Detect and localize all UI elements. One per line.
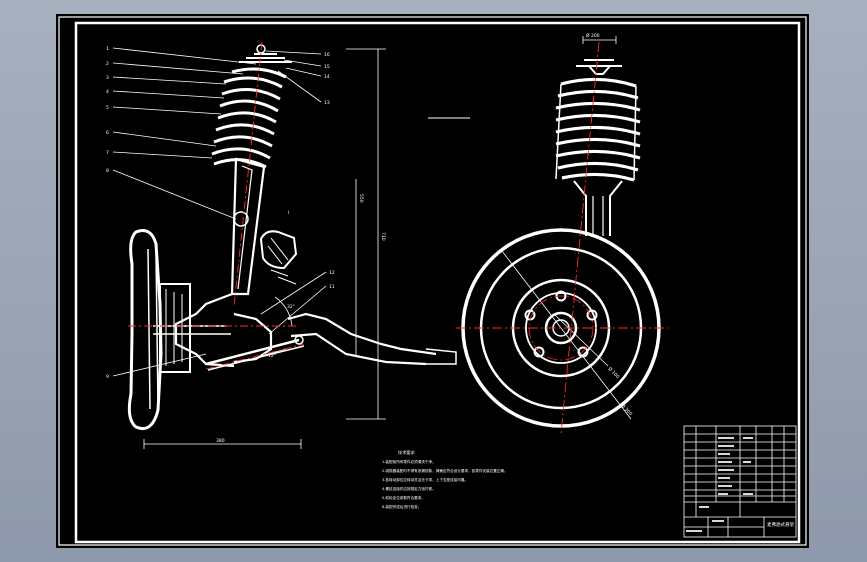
note-line-1: 1.装配前所有零件必须清洗干净。	[382, 459, 436, 464]
lug-holes	[524, 290, 598, 358]
balloon-5: 5	[106, 105, 109, 111]
section-label: I	[288, 210, 289, 216]
balloon-6: 6	[106, 130, 109, 136]
balloon-4: 4	[106, 89, 109, 95]
coil-spring-front	[555, 77, 641, 182]
balloon-16: 16	[324, 52, 330, 58]
dim-track-width: 380	[216, 438, 225, 444]
left-balloons: 1 2 3 4 5 6 7 8 9	[106, 46, 109, 380]
balloon-1: 1	[106, 46, 109, 52]
technical-notes: 技术要求 1.装配前所有零件必须清洗干净。 2.减振器装配时不得有渗漏现象，弹簧…	[382, 449, 508, 509]
dim-overall-height: 710	[380, 232, 386, 241]
outer-border	[58, 16, 807, 546]
note-line-2: 2.减振器装配时不得有渗漏现象，弹簧应符合设计要求，各零件安装位置正确。	[382, 468, 508, 473]
dim-detail-angle: 32°	[287, 304, 295, 310]
dim-strut-height: 550	[358, 194, 364, 203]
drawing-title: 麦弗逊式悬架	[767, 521, 794, 528]
notes-title: 技术要求	[398, 449, 416, 456]
title-block	[683, 425, 797, 538]
drawing-sheet[interactable]: 1 2 3 4 5 6 7 8 9 16 15 14 13 12 11 710 …	[56, 14, 809, 548]
balloon-9: 9	[106, 374, 109, 380]
balloon-2: 2	[106, 61, 109, 67]
dim-arm-angle: 12°	[268, 353, 276, 359]
right-centerlines	[456, 41, 668, 435]
balloon-7: 7	[106, 150, 109, 156]
dim-top-diameter: Ø 200	[586, 32, 600, 39]
balloon-8: 8	[106, 168, 109, 174]
balloon-3: 3	[106, 75, 109, 81]
left-view	[112, 44, 457, 449]
left-centerlines	[128, 41, 305, 370]
right-balloons: 16 15 14 13 12 11	[324, 52, 335, 290]
right-view	[428, 36, 661, 428]
note-line-5: 5.前轮定位参数符合要求。	[382, 495, 425, 500]
balloon-13: 13	[324, 100, 330, 106]
inner-border	[74, 21, 801, 544]
note-line-3: 3.各转动部位应转动灵活无卡滞，上下支座连接可靠。	[382, 477, 468, 482]
dim-wheel-outer: Ø 300	[620, 402, 635, 417]
balloon-11: 11	[329, 284, 335, 290]
dim-wheel-inner: Ø 100	[607, 365, 622, 380]
note-line-6: 6.装配完成后进行检查。	[382, 504, 421, 509]
balloon-12: 12	[329, 270, 335, 276]
balloon-15: 15	[324, 64, 330, 70]
balloon-14: 14	[324, 74, 330, 80]
note-line-4: 4.螺纹连接件应按规定力矩拧紧。	[382, 486, 436, 491]
drawing-canvas: 1 2 3 4 5 6 7 8 9 16 15 14 13 12 11 710 …	[58, 16, 807, 546]
